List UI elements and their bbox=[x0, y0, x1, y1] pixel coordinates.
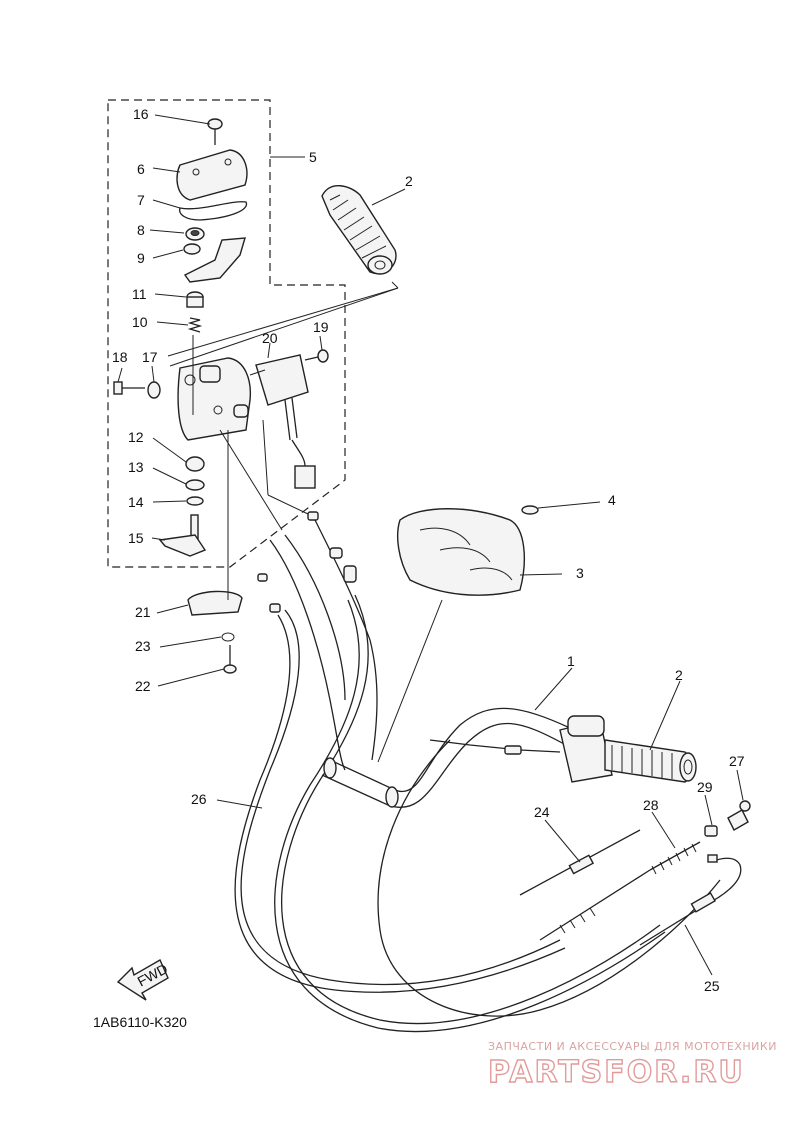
callout-11: 11 bbox=[132, 286, 147, 302]
callout-9: 9 bbox=[137, 250, 145, 266]
callout-27: 27 bbox=[729, 753, 745, 769]
callouts: 1 2 2 3 4 5 6 7 8 9 10 11 12 13 14 15 16… bbox=[112, 106, 745, 994]
cable-end-fitting-2 bbox=[257, 573, 281, 613]
diagram-code: 1AB6110-K320 bbox=[93, 1014, 187, 1030]
nut-8 bbox=[185, 227, 205, 241]
assembly-boundary bbox=[107, 99, 346, 568]
callout-14: 14 bbox=[128, 494, 144, 510]
grip-left bbox=[321, 185, 397, 275]
callout-7: 7 bbox=[137, 192, 145, 208]
washer-23 bbox=[221, 632, 235, 642]
callout-23: 23 bbox=[135, 638, 151, 654]
emblem-4 bbox=[521, 505, 539, 515]
throttle-housing bbox=[429, 715, 613, 783]
watermark-tagline: ЗАПЧАСТИ И АКСЕССУАРЫ ДЛЯ МОТОТЕХНИКИ bbox=[488, 1040, 777, 1053]
watermark-brand: PARTSFOR.RU bbox=[488, 1055, 745, 1090]
collar-11 bbox=[186, 291, 204, 308]
gasket-7 bbox=[179, 201, 248, 221]
clamp-21 bbox=[187, 590, 243, 616]
nut-17 bbox=[147, 381, 161, 399]
cable-25 bbox=[639, 854, 742, 946]
callout-4: 4 bbox=[608, 492, 616, 508]
washer-14 bbox=[186, 496, 204, 506]
callout-8: 8 bbox=[137, 222, 145, 238]
callout-19: 19 bbox=[313, 319, 329, 335]
callout-15: 15 bbox=[128, 530, 144, 546]
screw-16 bbox=[207, 118, 223, 145]
lever-9 bbox=[183, 237, 246, 283]
callout-20: 20 bbox=[262, 330, 278, 346]
callout-17: 17 bbox=[142, 349, 158, 365]
cable-26 bbox=[234, 609, 566, 993]
screw-22 bbox=[223, 645, 237, 674]
callout-6: 6 bbox=[137, 161, 145, 177]
cover bbox=[397, 508, 525, 596]
collar-12 bbox=[185, 456, 205, 472]
cable-end-fitting-1 bbox=[307, 511, 357, 583]
screw-19 bbox=[304, 349, 329, 363]
cable-24 bbox=[519, 829, 641, 896]
switch-housing bbox=[177, 357, 252, 441]
callout-2-upper: 2 bbox=[405, 173, 413, 189]
callout-3: 3 bbox=[576, 565, 584, 581]
callout-28: 28 bbox=[643, 797, 659, 813]
callout-21: 21 bbox=[135, 604, 151, 620]
callout-12: 12 bbox=[128, 429, 144, 445]
cable-upper-b bbox=[284, 534, 346, 701]
callout-24: 24 bbox=[534, 804, 550, 820]
nut-29 bbox=[704, 825, 718, 837]
callout-2-lower: 2 bbox=[675, 667, 683, 683]
handlebar bbox=[321, 707, 571, 808]
cable-upper-a bbox=[269, 539, 346, 771]
callout-29: 29 bbox=[697, 779, 713, 795]
washer-13 bbox=[185, 479, 205, 491]
leader-lines bbox=[117, 114, 744, 976]
callout-1: 1 bbox=[567, 653, 575, 669]
lever-15 bbox=[158, 514, 207, 557]
spring-10 bbox=[187, 317, 203, 333]
adjuster-27 bbox=[727, 800, 751, 831]
cable-handlebar-loop bbox=[377, 739, 721, 1017]
switch-20 bbox=[255, 354, 316, 489]
callout-13: 13 bbox=[128, 459, 144, 475]
fwd-arrow-icon: FWD bbox=[116, 959, 170, 1001]
upper-case-6 bbox=[176, 149, 248, 201]
spring-28 bbox=[539, 841, 701, 941]
callout-10: 10 bbox=[132, 314, 148, 330]
grip-right bbox=[604, 739, 697, 783]
callout-5: 5 bbox=[309, 149, 317, 165]
callout-22: 22 bbox=[135, 678, 151, 694]
callout-26: 26 bbox=[191, 791, 207, 807]
callout-16: 16 bbox=[133, 106, 149, 122]
cable-throttle-loop bbox=[274, 594, 666, 1033]
callout-25: 25 bbox=[704, 978, 720, 994]
bolt-18 bbox=[113, 381, 145, 395]
callout-18: 18 bbox=[112, 349, 128, 365]
